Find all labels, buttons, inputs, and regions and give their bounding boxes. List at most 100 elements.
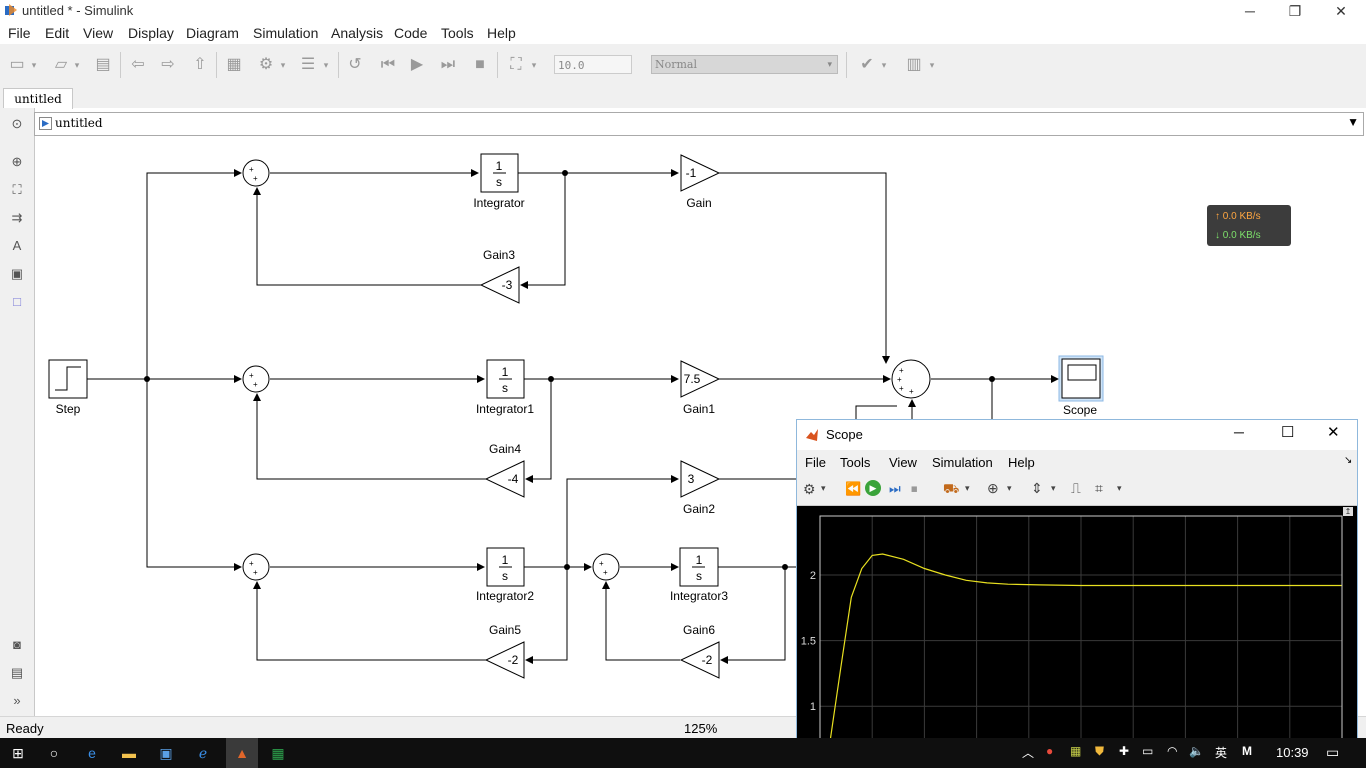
cursor-measurements-icon[interactable]: ⌗ [1095, 480, 1103, 496]
step-back-icon[interactable]: ⏪ [845, 481, 862, 496]
menu-view[interactable]: View [83, 25, 114, 41]
wifi-icon[interactable]: ◠ [1167, 744, 1178, 758]
gain5-block[interactable]: -2 [484, 641, 525, 679]
chevron-down-icon[interactable]: ▾ [929, 60, 935, 70]
settings-gear-icon[interactable]: ⚙ [803, 481, 816, 497]
menu-file[interactable]: File [8, 25, 31, 41]
tray-app-icon[interactable]: ▦ [1070, 744, 1082, 758]
highlight-icon[interactable]: ⛟ [943, 481, 960, 496]
chevron-down-icon[interactable]: ▾ [74, 60, 80, 70]
tray-app-icon[interactable]: ● [1046, 744, 1054, 758]
scope-menu-tools[interactable]: Tools [840, 455, 871, 470]
close-button[interactable]: ✕ [1335, 3, 1347, 19]
stop-time-input[interactable]: 10.0 [554, 55, 632, 74]
build-icon[interactable]: ▥ [906, 56, 922, 73]
edge-icon[interactable]: e [88, 745, 96, 761]
volume-icon[interactable]: 🔈 [1189, 744, 1204, 758]
scale-axes-icon[interactable]: ⇕ [1031, 480, 1043, 496]
sum3-block[interactable]: ++ [592, 553, 620, 581]
data-inspector-icon[interactable]: ⛶ [510, 56, 522, 73]
save-icon[interactable]: ▤ [95, 56, 111, 73]
step-forward-icon[interactable]: ⏭ [440, 56, 456, 73]
chevron-down-icon[interactable]: ▼ [1347, 115, 1359, 129]
zoom-icon[interactable]: ⊕ [11, 154, 23, 169]
model-explorer-icon[interactable]: ☰ [300, 56, 316, 73]
minimize-button[interactable]: ─ [1245, 3, 1255, 19]
gain3-block[interactable]: -3 [479, 266, 520, 304]
menu-diagram[interactable]: Diagram [186, 25, 239, 41]
sum1-block[interactable]: ++ [242, 365, 270, 393]
menu-simulation[interactable]: Simulation [253, 25, 319, 41]
triggers-icon[interactable]: ⎍ [1071, 480, 1081, 496]
hide-browser-icon[interactable]: ⊙ [11, 116, 23, 131]
up-arrow-icon[interactable]: ⇧ [193, 56, 207, 73]
integrator3-block[interactable]: 1 s [679, 547, 719, 587]
tab-untitled[interactable]: untitled [3, 88, 73, 109]
model-advisor-icon[interactable]: ✔ [860, 56, 874, 73]
scope-menu-simulation[interactable]: Simulation [932, 455, 993, 470]
sum2-block[interactable]: ++ [242, 553, 270, 581]
store-icon[interactable]: ▣ [159, 745, 173, 761]
chevron-down-icon[interactable]: ▾ [821, 483, 826, 493]
scope-menu-file[interactable]: File [805, 455, 826, 470]
integrator2-block[interactable]: 1 s [486, 547, 525, 587]
chevron-down-icon[interactable]: ▾ [280, 60, 286, 70]
chevron-down-icon[interactable]: ▾ [1007, 483, 1012, 493]
shield-icon[interactable]: ⛊ [1095, 744, 1105, 758]
chevron-down-icon[interactable]: ▾ [1117, 483, 1122, 493]
ime-mode-icon[interactable]: M [1242, 744, 1252, 758]
security-icon[interactable]: ✚ [1119, 744, 1130, 758]
step-forward-icon[interactable]: ⏭ [889, 481, 901, 496]
model-browser-icon[interactable]: ▤ [10, 665, 24, 680]
maximize-axes-icon[interactable]: ↥ [1343, 507, 1353, 516]
zoom-in-icon[interactable]: ⊕ [987, 480, 999, 496]
menu-display[interactable]: Display [128, 25, 174, 41]
chevron-down-icon[interactable]: ▾ [1051, 483, 1056, 493]
matlab-taskbar-icon[interactable]: ▲ [226, 738, 258, 768]
model-canvas[interactable]: Step ++ ++ ++ ++ ++++ 1 s Integrator 1 s… [35, 139, 1363, 716]
scope-menu-view[interactable]: View [889, 455, 917, 470]
sum-block[interactable]: ++ [242, 159, 270, 187]
forward-arrow-icon[interactable]: ⇨ [161, 56, 175, 73]
windows-start-icon[interactable]: ⊞ [12, 745, 24, 761]
gain4-block[interactable]: -4 [484, 460, 525, 498]
run-icon[interactable]: ▶ [865, 480, 881, 496]
library-browser-icon[interactable]: ▦ [226, 56, 242, 73]
menu-analysis[interactable]: Analysis [331, 25, 384, 41]
scope-minimize-button[interactable]: ─ [1234, 424, 1244, 440]
cortana-icon[interactable]: ○ [49, 745, 59, 761]
new-model-icon[interactable]: ▭ [9, 56, 25, 73]
restore-button[interactable]: ❐ [1288, 3, 1302, 19]
breadcrumb-path[interactable]: untitled [55, 116, 103, 130]
step-back-config-icon[interactable]: ↺ [348, 56, 362, 73]
area-icon[interactable]: □ [13, 294, 21, 309]
gain6-block[interactable]: -2 [679, 641, 720, 679]
chevron-down-icon[interactable]: ▾ [323, 60, 329, 70]
chevron-down-icon[interactable]: ▾ [31, 60, 37, 70]
simulation-mode-select[interactable]: Normal ▾ [651, 55, 838, 74]
fit-to-view-icon[interactable]: ⛶ [12, 182, 22, 197]
chevron-down-icon[interactable]: ▾ [531, 60, 537, 70]
undock-icon[interactable]: ↘ [1344, 455, 1353, 466]
tray-expand-icon[interactable]: ︿ [1022, 746, 1035, 760]
back-arrow-icon[interactable]: ⇦ [131, 56, 145, 73]
image-icon[interactable]: ▣ [10, 266, 24, 281]
camera-icon[interactable]: ◙ [13, 637, 21, 652]
sum4-block[interactable]: ++++ [891, 359, 931, 399]
gain2-block[interactable]: 3 [680, 460, 721, 498]
menu-code[interactable]: Code [394, 25, 428, 41]
scope-block[interactable] [1058, 355, 1104, 402]
run-icon[interactable]: ▶ [410, 56, 424, 73]
open-folder-icon[interactable]: ▱ [54, 56, 68, 73]
integrator1-block[interactable]: 1 s [486, 359, 525, 399]
app-taskbar-icon[interactable]: ▦ [271, 745, 285, 761]
scope-menu-help[interactable]: Help [1008, 455, 1035, 470]
annotation-icon[interactable]: A [12, 238, 22, 253]
step-block[interactable] [48, 359, 88, 399]
gain1-block[interactable]: 7.5 [680, 360, 721, 398]
gain-block[interactable]: -1 [680, 154, 721, 192]
expand-icon[interactable]: » [13, 693, 21, 708]
menu-edit[interactable]: Edit [45, 25, 70, 41]
gear-icon[interactable]: ⚙ [258, 56, 274, 73]
stop-icon[interactable]: ⏹ [911, 481, 918, 496]
